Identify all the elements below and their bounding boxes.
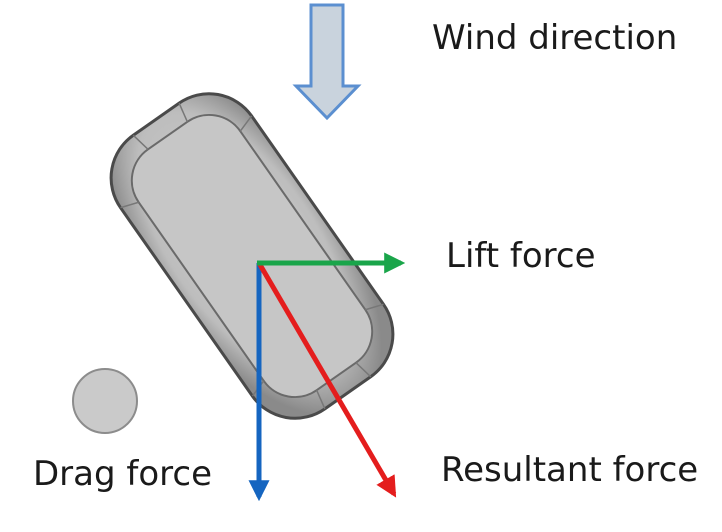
resultant-force-label: Resultant force: [441, 450, 699, 490]
resultant-force-arrow: [256, 261, 397, 498]
small-circle: [72, 368, 138, 434]
wind-direction-label: Wind direction: [432, 18, 678, 58]
object-body: [109, 92, 395, 420]
lift-force-label: Lift force: [446, 236, 596, 276]
drag-force-label: Drag force: [33, 454, 212, 494]
wind-direction-arrow: [292, 3, 362, 121]
